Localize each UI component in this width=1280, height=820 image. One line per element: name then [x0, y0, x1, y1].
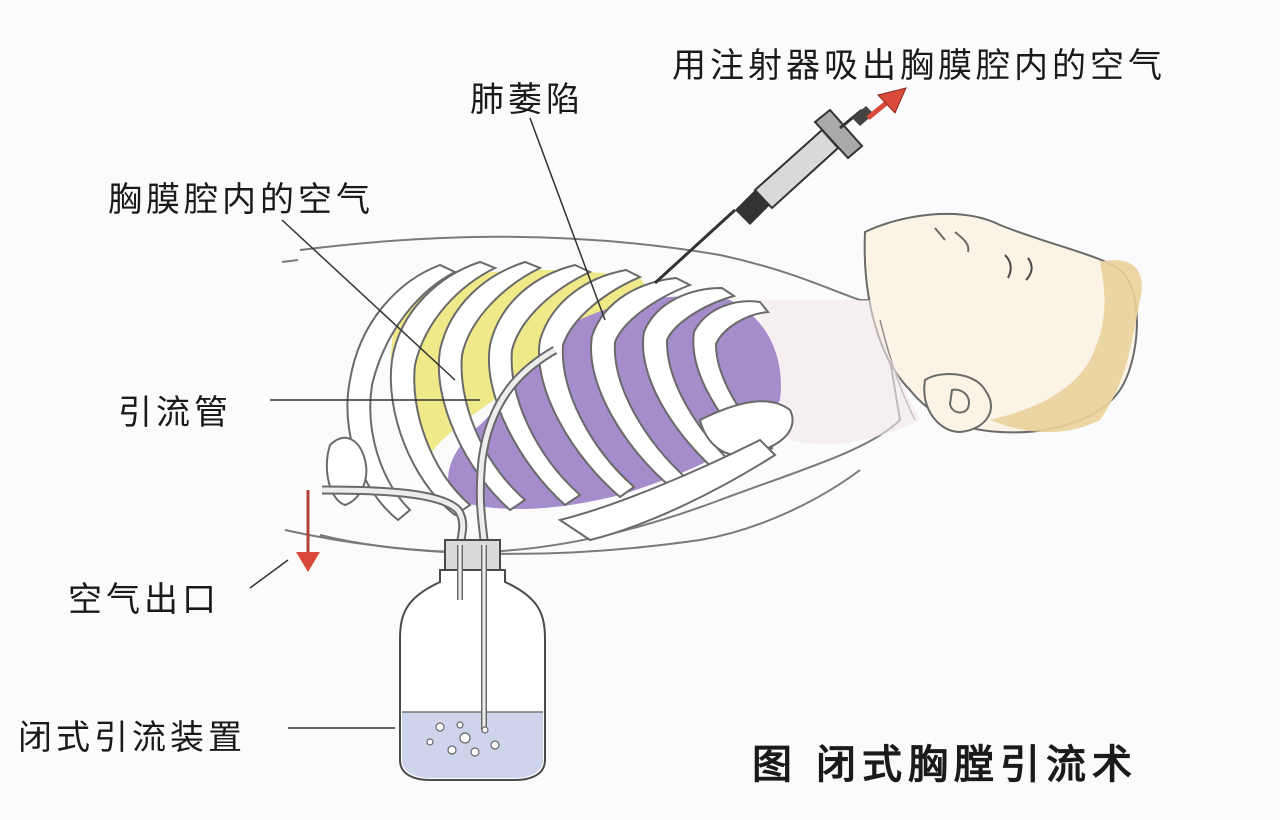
air-outlet-arrow	[296, 490, 320, 572]
drain-tube	[321, 346, 558, 546]
label-closed-drainage: 闭式引流装置	[18, 718, 246, 758]
rib-cage	[346, 260, 774, 522]
head	[863, 212, 1142, 434]
drainage-bottle	[399, 539, 546, 781]
leader-lines	[249, 117, 606, 729]
label-pleural-air: 胸膜腔内的空气	[108, 180, 374, 220]
label-syringe: 用注射器吸出胸膜腔内的空气	[672, 46, 1166, 86]
air-out-arrow	[866, 87, 907, 120]
label-drain-tube: 引流管	[118, 393, 232, 433]
figure-caption: 图闭式胸膛引流术	[752, 732, 1138, 790]
shoulder	[760, 300, 920, 444]
label-collapsed-lung: 肺萎陷	[470, 80, 584, 120]
label-air-outlet: 空气出口	[68, 580, 220, 620]
syringe	[653, 106, 874, 285]
caption-prefix: 图	[752, 742, 798, 788]
arm	[557, 438, 777, 542]
sternum	[698, 400, 794, 457]
back-line	[284, 469, 861, 555]
caption-title: 闭式胸膛引流术	[816, 742, 1138, 788]
